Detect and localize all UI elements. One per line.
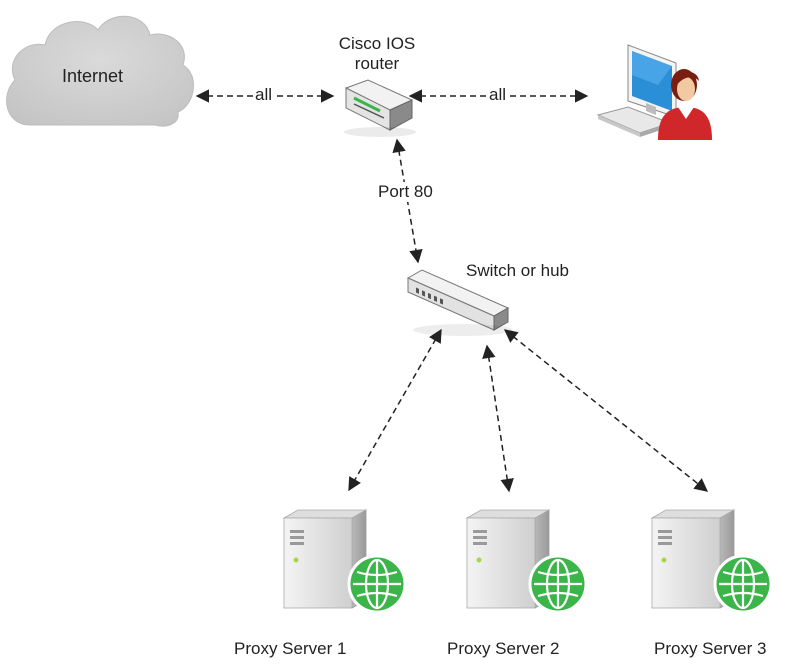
internet-label: Internet bbox=[62, 66, 124, 86]
proxy-server-3-icon bbox=[651, 509, 773, 614]
proxy-server-1-icon bbox=[283, 509, 407, 614]
router-label: Cisco IOS router bbox=[322, 34, 432, 74]
router-label-line2: router bbox=[354, 54, 400, 73]
link-internet-router-label: all bbox=[253, 85, 275, 105]
switch-label: Switch or hub bbox=[466, 261, 569, 280]
link-router-client-label: all bbox=[487, 85, 509, 105]
proxy-server-2-label: Proxy Server 2 bbox=[447, 639, 560, 658]
internet-cloud-icon bbox=[6, 15, 195, 127]
link-switch-server2 bbox=[482, 344, 514, 493]
user-workstation-icon bbox=[596, 44, 712, 140]
link-router-switch-label: Port 80 bbox=[376, 182, 435, 202]
router-label-line1: Cisco IOS bbox=[338, 34, 416, 53]
proxy-server-1-label: Proxy Server 1 bbox=[234, 639, 347, 658]
link-switch-server1 bbox=[348, 328, 442, 492]
proxy-server-3-label: Proxy Server 3 bbox=[654, 639, 767, 658]
link-switch-server3 bbox=[503, 329, 709, 492]
router-icon bbox=[344, 79, 416, 137]
proxy-server-2-icon bbox=[466, 509, 588, 614]
